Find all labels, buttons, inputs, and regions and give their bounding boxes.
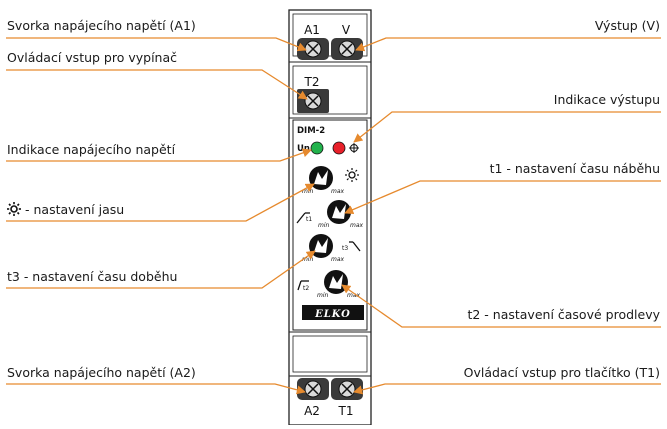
knob4-min-label: min	[317, 292, 329, 299]
knob3-min-label: min	[302, 256, 314, 263]
label-t3: t3 - nastavení času doběhu	[7, 269, 178, 284]
terminal-v-screw	[331, 38, 363, 60]
leader-a2	[6, 383, 306, 395]
label-output: Výstup (V)	[594, 18, 660, 33]
sun-icon	[7, 202, 21, 216]
label-t1-button: Ovládací vstup pro tlačítko (T1)	[463, 365, 660, 380]
terminal-a2-label: A2	[304, 404, 320, 418]
knob4-t2-label: t2	[303, 285, 309, 292]
knob1-max-label: max	[331, 188, 345, 195]
label-brightness: - nastavení jasu	[7, 202, 124, 217]
knob2-min-label: min	[318, 222, 330, 229]
brightness-knob[interactable]	[309, 166, 333, 190]
terminal-v-label: V	[342, 23, 351, 37]
knob2-t1-label: t1	[306, 216, 312, 223]
t3-fall-icon	[349, 241, 361, 252]
svg-text:ELKO: ELKO	[314, 309, 351, 320]
terminal-t1-label: T1	[338, 404, 354, 418]
label-supply-indication: Indikace napájecího napětí	[7, 142, 176, 157]
leader-a1	[6, 37, 307, 52]
terminal-a2-screw	[297, 378, 329, 400]
brand-logo: ELKO	[302, 305, 364, 320]
t2-delay-icon	[297, 280, 309, 291]
label-output-indication: Indikace výstupu	[553, 92, 660, 107]
terminal-t1-screw	[331, 378, 363, 400]
terminal-t2-label: T2	[304, 75, 320, 89]
leader-t2	[341, 284, 661, 328]
leader-output-indication	[353, 111, 661, 143]
label-a1: Svorka napájecího napětí (A1)	[7, 18, 196, 33]
output-led	[332, 141, 346, 155]
leader-supply-indication	[6, 148, 312, 162]
leader-switch-input	[6, 69, 308, 100]
lamp-icon	[349, 143, 359, 153]
power-led	[310, 141, 324, 155]
label-a2: Svorka napájecího napětí (A2)	[7, 365, 196, 380]
terminal-a1-label: A1	[304, 23, 320, 37]
terminal-a1-screw	[297, 38, 329, 60]
leader-output	[355, 37, 661, 52]
t1-ramp-icon	[296, 212, 310, 224]
t2-knob[interactable]	[324, 270, 348, 294]
knob4-max-label: max	[347, 292, 361, 299]
leader-t1-button	[353, 383, 661, 395]
device-body	[288, 9, 372, 426]
leader-brightness	[6, 183, 315, 222]
label-t2: t2 - nastavení časové prodlevy	[467, 307, 660, 322]
knob3-t3-label: t3	[342, 245, 348, 252]
knob1-sun-icon	[345, 168, 359, 182]
label-t1: t1 - nastavení času náběhu	[489, 161, 660, 176]
terminal-t2-screw	[297, 89, 329, 113]
leader-lines	[6, 37, 661, 395]
label-brightness-text: - nastavení jasu	[25, 202, 125, 217]
t3-knob[interactable]	[309, 234, 333, 258]
label-switch-input: Ovládací vstup pro vypínač	[7, 50, 178, 65]
model-label: DIM-2	[297, 126, 325, 136]
leader-t3	[6, 250, 316, 289]
knob3-max-label: max	[331, 256, 345, 263]
knob2-max-label: max	[350, 222, 364, 229]
leader-t1	[344, 180, 661, 214]
